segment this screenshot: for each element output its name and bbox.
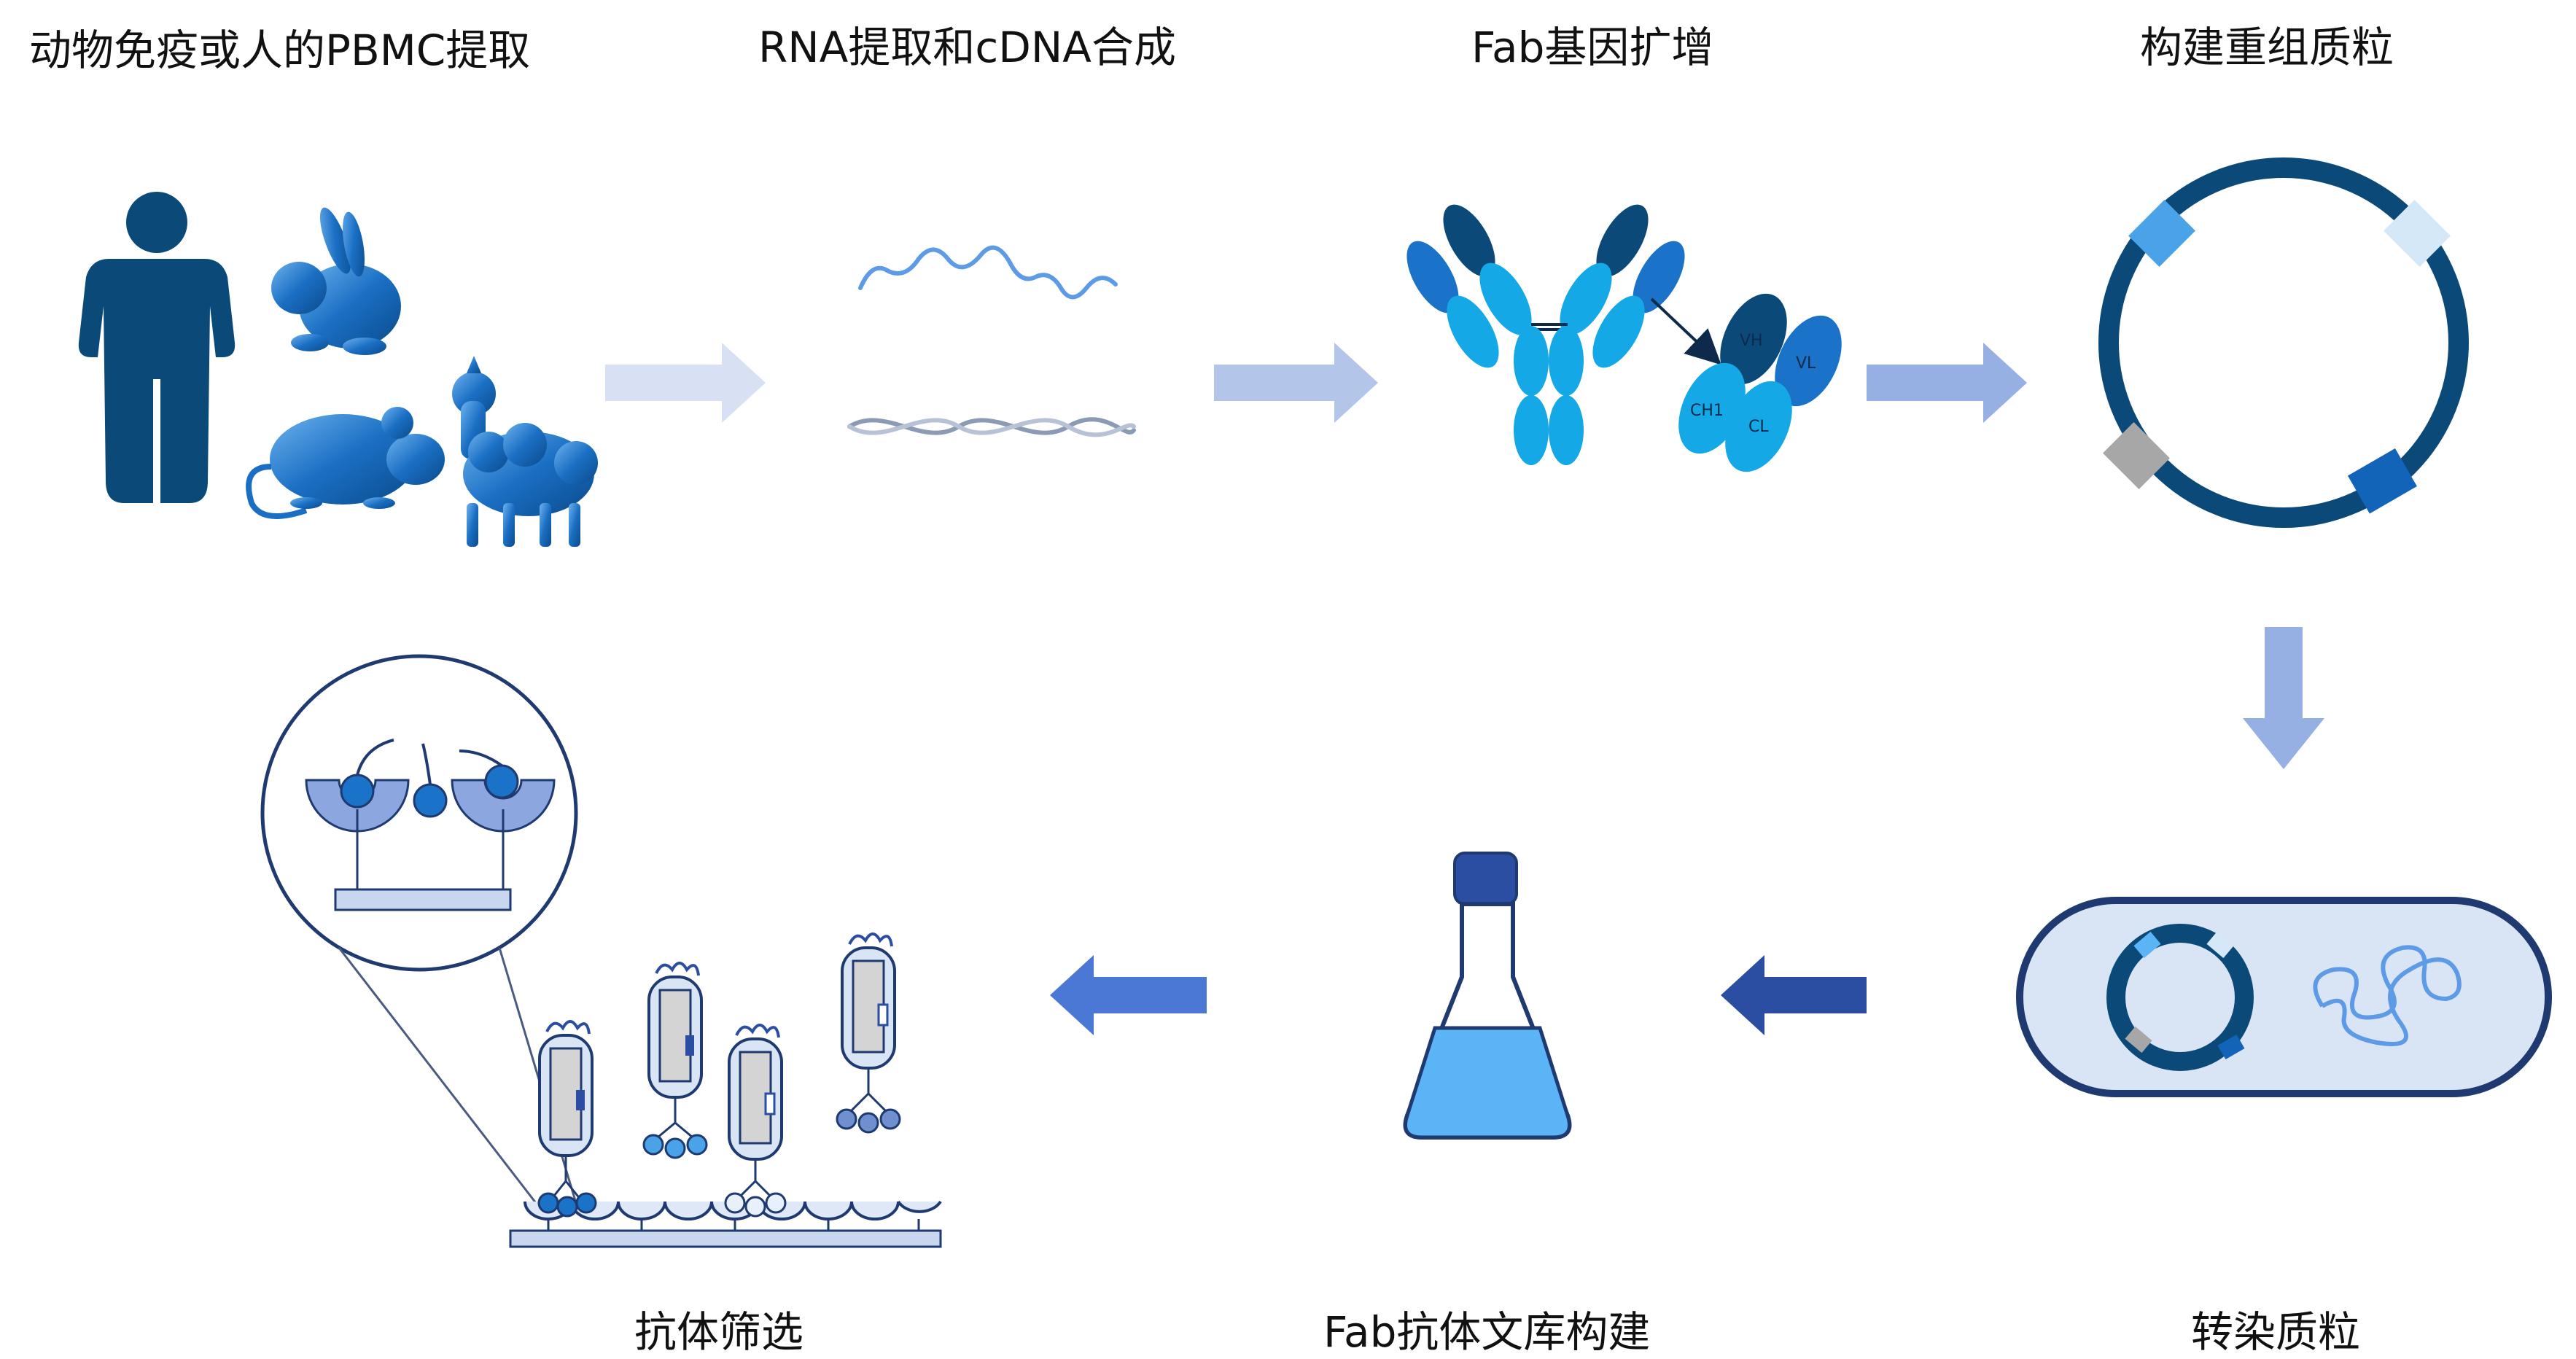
step-title-pbmc: 动物免疫或人的PBMC提取 bbox=[29, 26, 531, 75]
phage-3-icon bbox=[724, 1024, 787, 1218]
step-title-transfect: 转染质粒 bbox=[2191, 1307, 2361, 1357]
flask-icon bbox=[1403, 852, 1572, 1140]
domain-label-ch1: CH1 bbox=[1690, 402, 1724, 420]
arrow-right-2 bbox=[1214, 343, 1378, 423]
mouse-icon bbox=[246, 407, 445, 519]
arrow-left-2 bbox=[1050, 955, 1207, 1035]
fab-fragment-icon bbox=[1678, 293, 1842, 472]
arrow-left-1 bbox=[1721, 955, 1867, 1035]
step-title-fab-amplification: Fab基因扩增 bbox=[1471, 23, 1714, 72]
arrow-right-3 bbox=[1867, 343, 2027, 423]
step-title-rna: RNA提取和cDNA合成 bbox=[758, 23, 1176, 72]
arrow-right-1 bbox=[605, 343, 766, 423]
step-title-library: Fab抗体文库构建 bbox=[1323, 1307, 1651, 1357]
antibody-icon bbox=[1406, 204, 1685, 465]
domain-label-cl: CL bbox=[1748, 418, 1769, 436]
phage-2-icon bbox=[642, 962, 708, 1159]
step-title-screening: 抗体筛选 bbox=[634, 1307, 804, 1357]
domain-label-vl: VL bbox=[1796, 354, 1816, 373]
cdna-double-strand-icon bbox=[847, 417, 1136, 437]
plasmid-icon bbox=[2098, 157, 2469, 528]
rabbit-icon bbox=[271, 207, 401, 355]
bacterium-icon bbox=[2016, 897, 2552, 1097]
phage-4-icon bbox=[836, 932, 901, 1134]
alpaca-icon bbox=[452, 356, 598, 547]
human-icon bbox=[78, 192, 236, 503]
domain-label-vh: VH bbox=[1740, 332, 1763, 350]
step-title-plasmid: 构建重组质粒 bbox=[2140, 23, 2394, 72]
phage-1-icon bbox=[537, 1020, 597, 1218]
fab-arrow bbox=[1650, 297, 1721, 365]
magnified-view-icon bbox=[260, 654, 578, 1204]
rna-strand-icon bbox=[858, 245, 1118, 300]
arrow-down bbox=[2243, 627, 2324, 769]
